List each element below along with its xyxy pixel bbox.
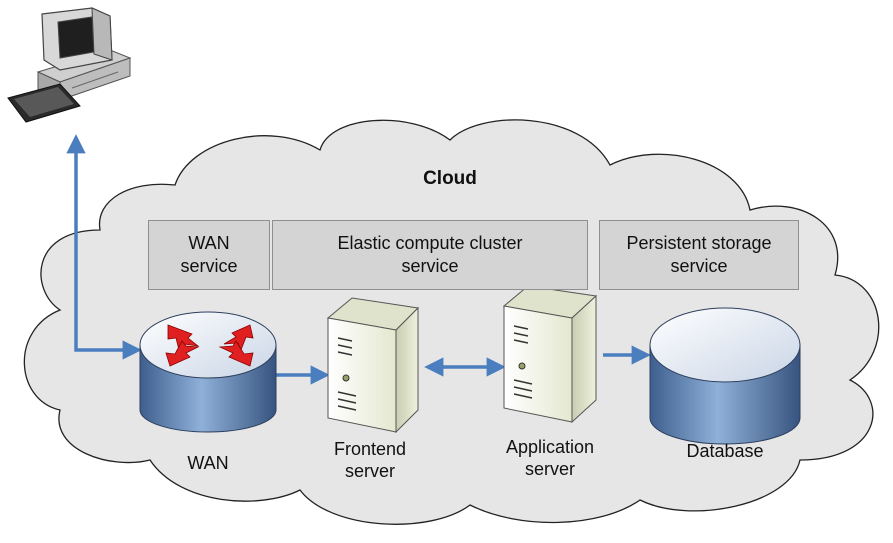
database-icon [649,307,801,445]
application-server-label: Application server [505,437,595,479]
elastic-compute-service-label: Elastic compute cluster service [337,233,523,276]
desktop-computer-icon [7,7,132,123]
client-to-wan-connector [66,134,142,360]
elastic-compute-service-box: Elastic compute cluster service [272,220,588,290]
frontend-server-label: Frontend server [333,439,407,481]
server-icon [502,285,598,424]
cloud-title: Cloud [423,168,477,189]
router-icon [139,311,277,433]
server-icon [326,297,420,434]
wan-label: WAN [187,453,229,473]
database-label: Database [686,441,764,461]
persistent-storage-service-box: Persistent storage service [599,220,799,290]
wan-service-label: WAN service [180,233,238,276]
wan-service-box: WAN service [148,220,270,290]
persistent-storage-service-label: Persistent storage service [626,233,772,276]
